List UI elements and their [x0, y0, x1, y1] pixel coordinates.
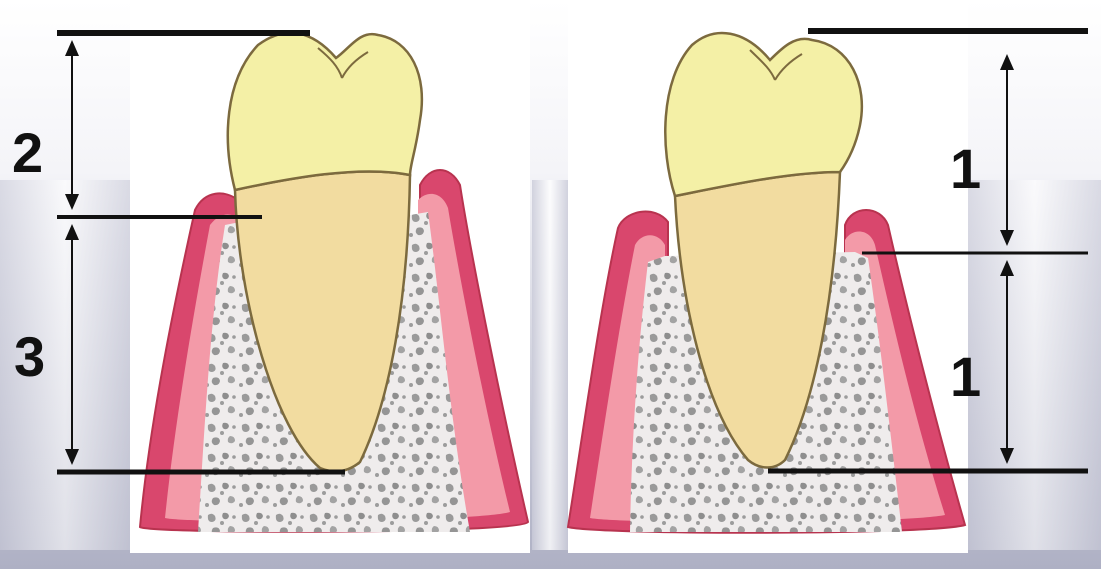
left-crown-label: 2 [12, 121, 43, 184]
right-root-label: 1 [950, 345, 981, 408]
left-root-label: 3 [14, 325, 45, 388]
background-column-right [968, 180, 1101, 550]
right-tooth-crown [665, 33, 862, 196]
background-column-middle [532, 180, 568, 550]
left-tooth-crown [228, 33, 422, 190]
right-crown-label: 1 [950, 137, 981, 200]
